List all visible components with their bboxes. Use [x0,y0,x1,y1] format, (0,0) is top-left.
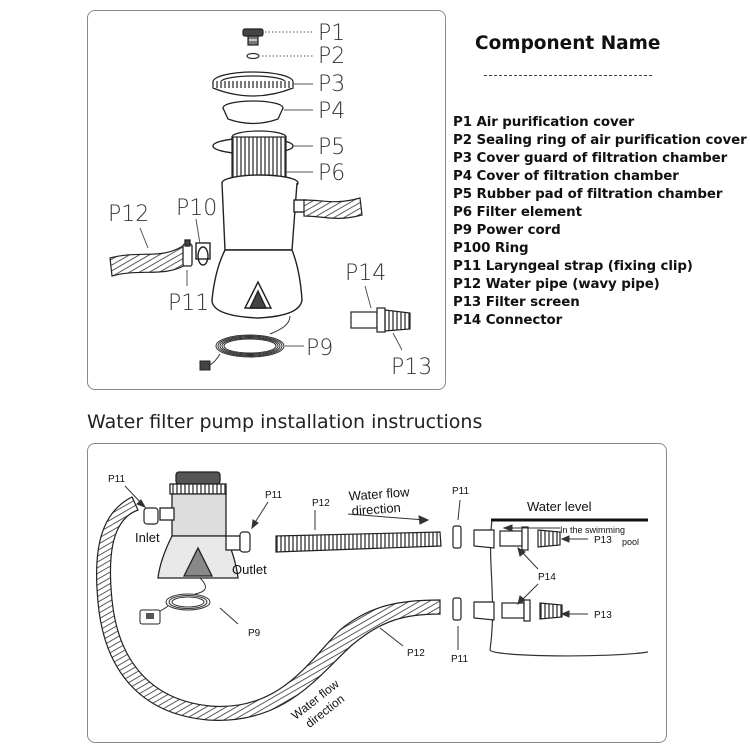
pump-housing [195,174,307,319]
pool-line2: pool [622,537,639,547]
part-item: P2 Sealing ring of air purification cove… [453,133,747,148]
label-p11-mid: P11 [265,490,282,501]
part-item: P11 Laryngeal strap (fixing clip) [453,259,693,274]
pool-line1: In the swimming [560,525,625,535]
label-p2: P2 [318,44,345,69]
part-item: P12 Water pipe (wavy pipe) [453,277,660,292]
sealing-ring-part [246,52,260,60]
part-item: P14 Connector [453,313,563,328]
right-hose-stub [303,197,363,219]
air-purification-cover-part [242,28,264,46]
filter-screen-part [384,309,411,332]
title-divider [484,75,652,76]
water-level-label: Water level [527,499,592,514]
return-hose [95,496,441,721]
label-p6: P6 [318,161,345,186]
parts-list: P1 Air purification cover P2 Sealing rin… [453,114,747,330]
outlet-hose [275,531,442,553]
label-p14: P14 [345,261,386,286]
label-p11: P11 [168,291,209,316]
label-p12: P12 [108,202,149,227]
clip-outlet [239,531,251,553]
label-p1: P1 [318,21,345,46]
label-p3: P3 [318,72,345,97]
label-p12-top: P12 [312,498,330,509]
inlet-label: Inlet [135,530,160,545]
label-p11-bottom: P11 [451,654,468,665]
connector-part [350,307,386,333]
part-item: P13 Filter screen [453,295,580,310]
label-p13-top: P13 [594,535,612,546]
label-p13: P13 [391,355,432,380]
power-cord-part [199,315,291,371]
clip-top-right [452,525,462,549]
flow-top-line1: Water flow [348,484,410,503]
label-p14: P14 [538,572,556,583]
part-item: P6 Filter element [453,205,582,220]
installation-title: Water filter pump installation instructi… [87,411,483,433]
label-p5: P5 [318,135,345,160]
flow-top-line2: direction [351,500,401,518]
label-p10: P10 [176,196,217,221]
label-p11-top-left: P11 [108,474,125,485]
pool-wall [489,518,649,657]
exploded-labels: P1 P2 P3 P4 P5 P6 P12 P10 P11 P14 P9 P13 [108,21,432,380]
clip-inlet [143,507,159,525]
component-title: Component Name [475,33,661,54]
part-item: P1 Air purification cover [453,115,635,130]
part-item: P9 Power cord [453,223,561,238]
part-item: P3 Cover guard of filtration chamber [453,151,728,166]
clip-bottom-right [452,597,462,621]
cover-guard-part [212,71,294,97]
label-p9: P9 [306,336,333,361]
fixing-clip-part [182,239,193,267]
label-p12-bottom: P12 [407,648,425,659]
install-power-cord [139,577,211,625]
label-p4: P4 [318,99,345,124]
part-item: P5 Rubber pad of filtration chamber [453,187,723,202]
pump-body [157,471,241,579]
filtration-cover-part [222,100,284,125]
label-p11-top-right: P11 [452,486,469,497]
label-p13-bottom: P13 [594,610,612,621]
wall-connectors [473,526,563,622]
outlet-label: Outlet [232,562,267,577]
part-item: P100 Ring [453,241,529,256]
part-item: P4 Cover of filtration chamber [453,169,679,184]
label-p9: P9 [248,628,261,639]
